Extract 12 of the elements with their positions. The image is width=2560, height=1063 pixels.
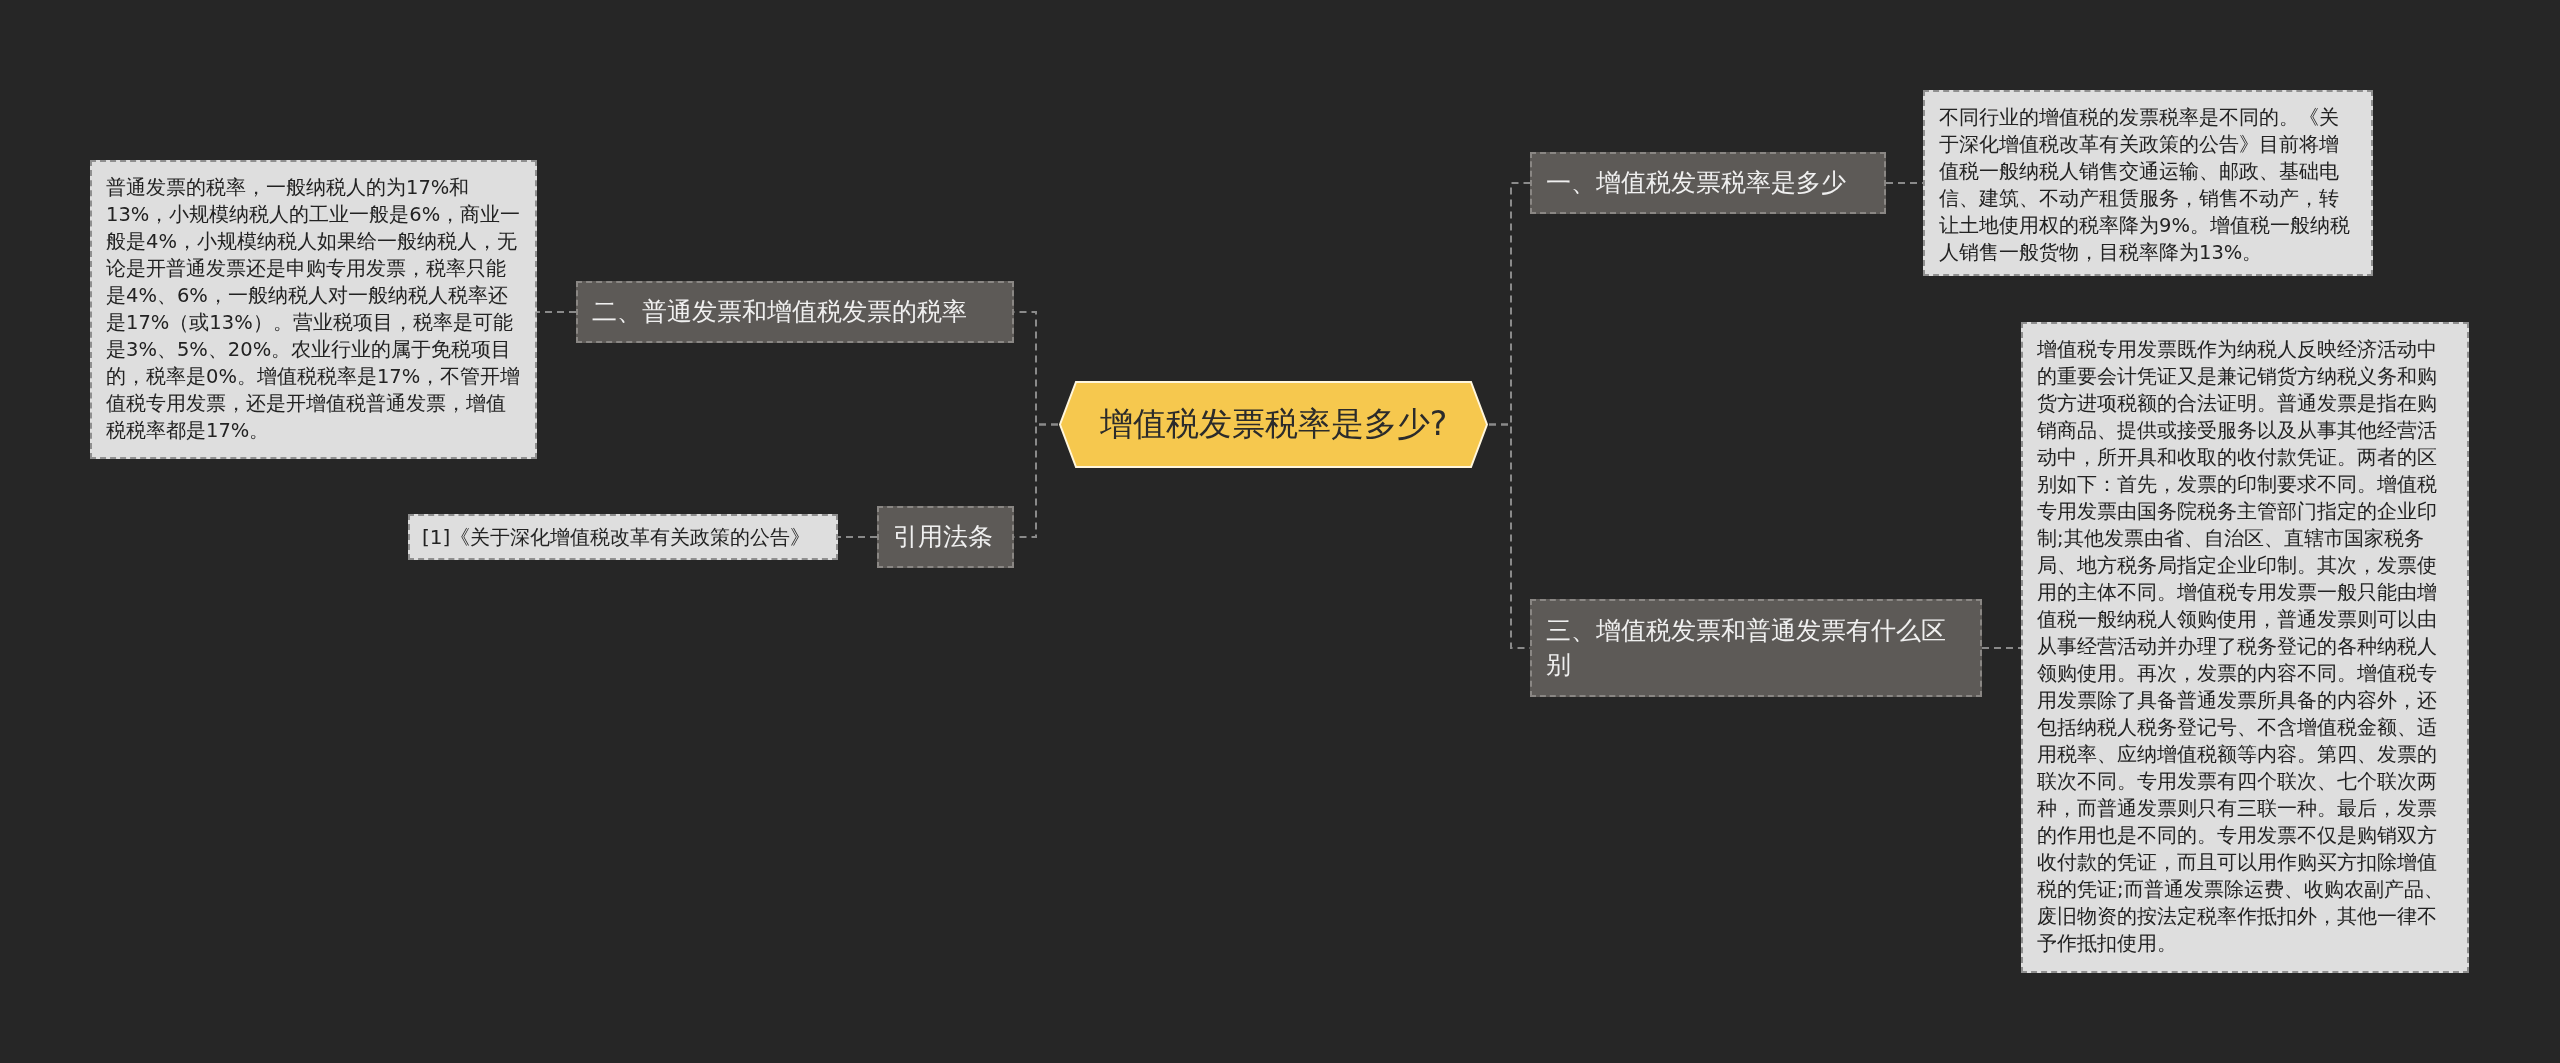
branch-box: 三、增值税发票和普通发票有什么区别 [1530,599,1982,697]
connector-line [837,536,878,538]
branch-box: 二、普通发票和增值税发票的税率 [576,281,1014,343]
connector-line [536,311,577,313]
topic-hexagon: 增值税发票税率是多少? [1058,380,1489,469]
connector-line [1981,647,2022,649]
note-box: 增值税专用发票既作为纳税人反映经济活动中的重要会计凭证又是兼记销货方纳税义务和购货方进项税额的合法证明。普通发票是指在购销商品、提供或接受服务以及从事其他经营活动中，所开具和收取的收付款凭证。两者的区别如下：首先，发票的印制要求不同。增值税专用发票由国务院税务主管部门指定的企业印制;其他发票由省、自治区、直辖市国家税务局、地方税务局指定企业印制。其次，发票使用的主体不同。增值税专用发票一般只能由增值税一般纳税人领购使用，普通发票则可以由从事经营活动并办理了税务登记的各种纳税人领购使用。再次，发票的内容不同。增值税专用发票除了具备普通发票所具备的内容外，还包括纳税人税务登记号、不含增值税金额、适用税率、应纳增值税额等内容。第四、发票的联次不同。专用发票有四个联次、七个联次两种，而普通发票则只有三联一种。最后，发票的作用也是不同的。专用发票不仅是购销双方收付款的凭证，而且可以用作购买方扣除增值税的凭证;而普通发票除运费、收购农副产品、废旧物资的按法定税率作抵扣外，其他一律不予作抵扣使用。 [2021,322,2469,973]
note-box: 普通发票的税率，一般纳税人的为17%和13%，小规模纳税人的工业一般是6%，商业一般是4%，小规模纳税人如果给一般纳税人，无论是开普通发票还是申购专用发票，税率只能是4%、6%，一般纳税人对一般纳税人税率还是17%（或13%）。营业税项目，税率是可能是3%、5%、20%。农业行业的属于免税项目的，税率是0%。增值税税率是17%，不管开增值税专用发票，还是开增值税普通发票，增值税税率都是17%。 [90,160,537,459]
branch-box: 引用法条 [877,506,1014,568]
note-box: 不同行业的增值税的发票税率是不同的。《关于深化增值税改革有关政策的公告》目前将增值税一般纳税人销售交通运输、邮政、基础电信、建筑、不动产租赁服务，销售不动产，转让土地使用权的税率降为9%。增值税一般纳税人销售一般货物，目税率降为13%。 [1923,90,2373,276]
note-box: [1]《关于深化增值税改革有关政策的公告》 [408,514,838,560]
branch-box: 一、增值税发票税率是多少 [1530,152,1886,214]
